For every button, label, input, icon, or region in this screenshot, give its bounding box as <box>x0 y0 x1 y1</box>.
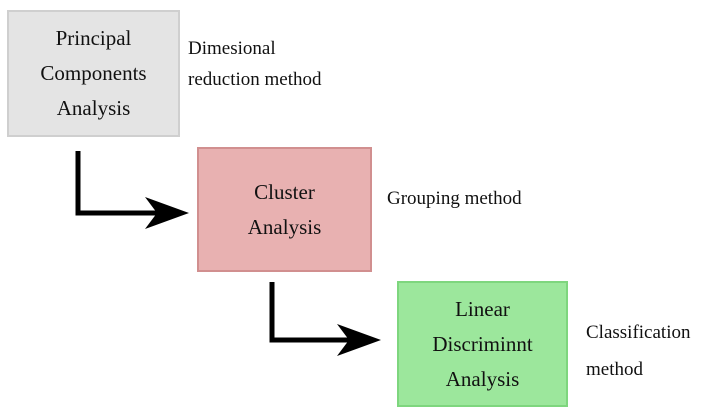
node-label-line: Analysis <box>56 96 131 120</box>
annotation-line: Dimesional <box>188 38 276 59</box>
annotation-line: Classification <box>586 322 691 343</box>
node-label-line: Linear <box>455 296 510 321</box>
annotation-grouping: Grouping method <box>387 183 522 214</box>
annotation-line: Grouping method <box>387 188 522 209</box>
node-label-line: Analysis <box>247 214 322 239</box>
annotation-dimensional-reduction: Dimesional reduction method <box>188 33 322 95</box>
node-label-line: Principal <box>55 26 132 50</box>
node-label-line: Cluster <box>254 179 315 204</box>
node-linear-discriminant-analysis: Linear Discriminnt Analysis <box>397 281 568 407</box>
annotation-line: reduction method <box>188 69 322 90</box>
arrow-cluster-to-lda-icon <box>269 282 381 356</box>
node-label-line: Discriminnt <box>432 331 533 356</box>
node-principal-components-analysis: Principal Components Analysis <box>7 10 180 137</box>
annotation-line: method <box>586 359 643 380</box>
node-cluster-analysis: Cluster Analysis <box>197 147 372 272</box>
node-label-line: Components <box>40 61 147 85</box>
arrow-pca-to-cluster-icon <box>75 151 189 229</box>
node-label-line: Analysis <box>445 366 520 391</box>
annotation-classification: Classification method <box>586 314 690 388</box>
